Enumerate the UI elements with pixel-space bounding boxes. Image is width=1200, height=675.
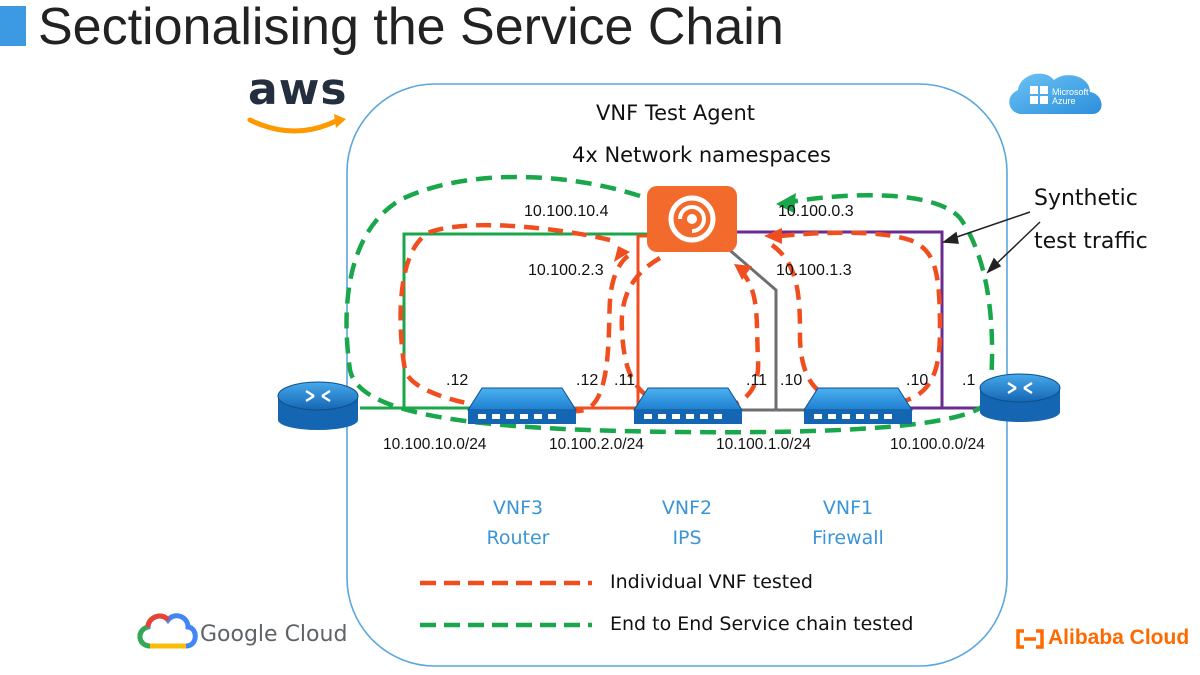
azure-logo-line2: Azure: [1052, 96, 1076, 106]
port-label-vnf1-right: .10: [906, 372, 929, 389]
individual-path-vnf1: [770, 230, 943, 408]
network-label-2: 10.100.2.0/24: [549, 436, 644, 453]
annotation-line1: Synthetic: [1034, 186, 1138, 211]
alibaba-cloud-icon: [1016, 629, 1044, 649]
annotation-line2: test traffic: [1034, 229, 1148, 254]
alibaba-cloud-logo-text: Alibaba Cloud: [1048, 626, 1190, 649]
individual-arrowhead-1: [614, 246, 630, 262]
port-label-vnf2-right: .11: [746, 372, 768, 389]
title-accent-square: [0, 6, 26, 46]
network-label-3: 10.100.1.0/24: [716, 436, 811, 453]
port-label-vnf3-right: .12: [576, 372, 599, 389]
vnf1-name: VNF1: [822, 497, 874, 519]
aws-logo-text: aws: [248, 64, 348, 115]
port-label-vnf3-left: .12: [446, 372, 469, 389]
end-to-end-arrowhead: [776, 193, 796, 213]
network-label-4: 10.100.0.0/24: [890, 436, 985, 453]
agent-subtitle: 4x Network namespaces: [572, 143, 831, 167]
vnf2-switch-icon: [633, 387, 743, 424]
vnf3-switch-icon: [467, 387, 577, 424]
google-cloud-logo-text: Google Cloud: [200, 622, 348, 647]
router-right-icon: [979, 373, 1061, 422]
vnf2-role: IPS: [672, 527, 702, 549]
ip-label-agent-right: 10.100.0.3: [778, 203, 854, 220]
port-label-vnf2-left: .11: [614, 372, 636, 389]
individual-arrowhead-2: [734, 264, 752, 280]
agent-title: VNF Test Agent: [596, 101, 756, 125]
ip-label-agent-left: 10.100.10.4: [524, 203, 609, 220]
individual-arrowhead-3: [764, 228, 782, 244]
vnf1-role: Firewall: [812, 527, 884, 549]
vnf3-name: VNF3: [492, 497, 544, 519]
link-vnf1-agent-grey: [717, 238, 778, 410]
google-cloud-icon: [137, 613, 198, 649]
vnf2-name: VNF2: [661, 497, 713, 519]
port-label-vnf1-left: .10: [780, 372, 803, 389]
legend-individual-label: Individual VNF tested: [610, 571, 813, 593]
vnf3-role: Router: [486, 527, 550, 549]
individual-path-vnf3: [398, 222, 630, 415]
vnf-test-agent-icon: [647, 186, 737, 252]
legend-end-to-end-label: End to End Service chain tested: [610, 613, 914, 635]
ip-label-agent-vnf1: 10.100.1.3: [776, 262, 852, 279]
end-to-end-path: [344, 174, 995, 435]
port-label-right-router: .1: [962, 372, 976, 389]
individual-path-vnf2: [619, 256, 761, 413]
aws-logo-smile: [247, 114, 346, 134]
azure-logo-cloud: [1009, 73, 1102, 114]
vnf1-switch-icon: [803, 387, 913, 424]
router-left-icon: [277, 381, 359, 430]
ip-label-agent-vnf2: 10.100.2.3: [528, 262, 604, 279]
network-label-1: 10.100.10.0/24: [383, 436, 487, 453]
slide-title: Sectionalising the Service Chain: [38, 0, 784, 56]
individual-paths: [398, 222, 943, 415]
azure-logo-line1: Microsoft: [1052, 87, 1089, 97]
annotation-arrows: [941, 211, 1041, 274]
link-vnf3-agent: [402, 232, 650, 408]
